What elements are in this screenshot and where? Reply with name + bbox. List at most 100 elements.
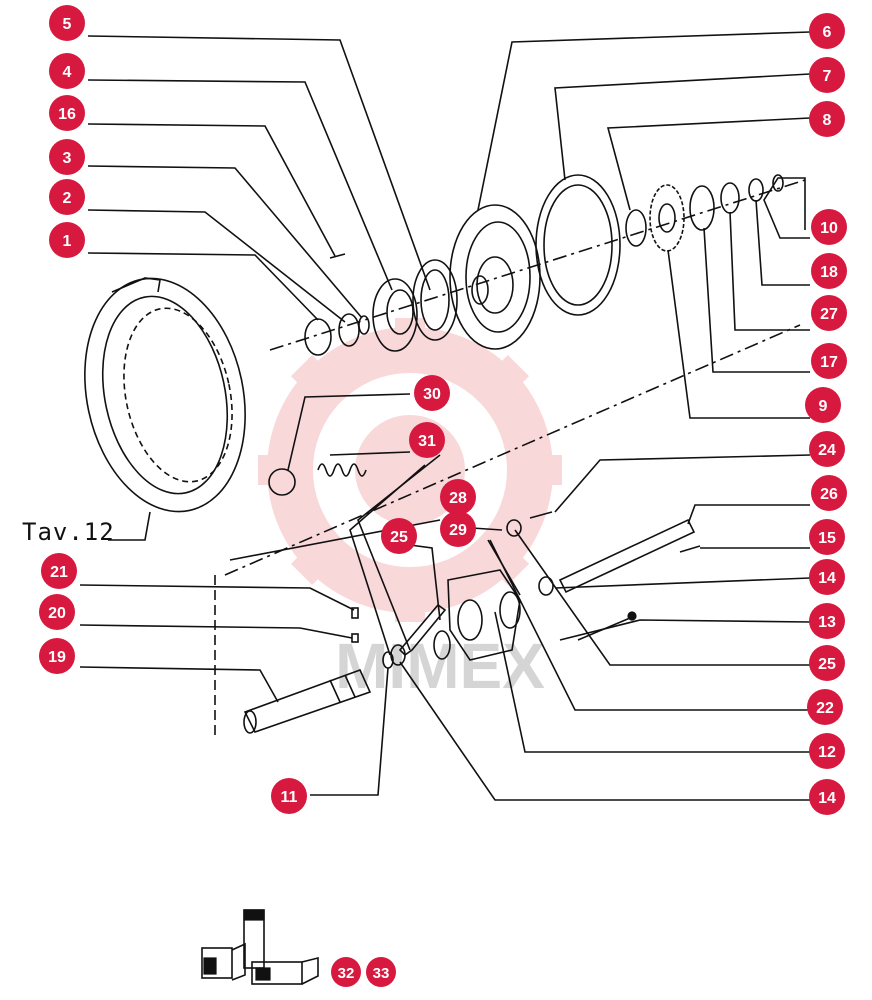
callout-label: 2 [63, 190, 72, 207]
callout-badge-16: 16 [49, 95, 85, 131]
callout-badge-22: 22 [807, 689, 843, 725]
callout-badge-14b: 14 [809, 779, 845, 815]
callout-badge-3: 3 [49, 139, 85, 175]
callout-label: 33 [373, 965, 390, 982]
callout-circle [809, 57, 845, 93]
callout-badge-2: 2 [49, 179, 85, 215]
callout-circle [39, 594, 75, 630]
callout-circle [809, 733, 845, 769]
callout-circle [811, 343, 847, 379]
callout-badge-25a: 25 [381, 518, 417, 554]
sprocket-9 [649, 184, 685, 252]
callout-circle [440, 479, 476, 515]
callout-circle [809, 13, 845, 49]
callout-label: 17 [820, 354, 838, 371]
callout-badge-25b: 25 [809, 645, 845, 681]
callout-circle [49, 53, 85, 89]
callout-badge-6: 6 [809, 13, 845, 49]
watermark-text: MIMEX [335, 630, 545, 702]
callout-badge-20: 20 [39, 594, 75, 630]
callout-label: 19 [48, 649, 66, 666]
ring-10 [772, 174, 784, 192]
pump-body-22 [447, 569, 521, 661]
axis-line-lower [224, 324, 801, 576]
watermark-gear-logo [258, 318, 562, 622]
callout-circle [809, 645, 845, 681]
callout-label: 24 [818, 442, 836, 459]
callout-badge-1: 1 [49, 222, 85, 258]
callout-badge-18: 18 [811, 253, 847, 289]
callout-badge-27: 27 [811, 295, 847, 331]
gasket-5 [412, 259, 458, 341]
callout-circle [809, 779, 845, 815]
callout-circle [381, 518, 417, 554]
callout-label: 3 [63, 150, 72, 167]
callout-label: 4 [63, 64, 72, 81]
seal-ring-1 [304, 318, 332, 356]
callout-circle [331, 957, 361, 987]
callout-label: 22 [816, 700, 834, 717]
callout-badge-21: 21 [41, 553, 77, 589]
bolt-24 [529, 511, 553, 519]
callout-badge-26: 26 [811, 475, 847, 511]
nut-28 [506, 519, 522, 537]
callout-label: 25 [818, 656, 836, 673]
callout-label: 26 [820, 486, 838, 503]
callout-label: 16 [58, 106, 76, 123]
callout-label: 10 [820, 220, 838, 237]
ball-30 [268, 468, 296, 496]
seal-14 [390, 644, 406, 666]
callout-label: 14 [818, 790, 836, 807]
callout-label: 15 [818, 530, 836, 547]
callout-badge-4: 4 [49, 53, 85, 89]
pin-21 [351, 607, 359, 619]
callout-label: 32 [338, 965, 355, 982]
shaft-19 [243, 668, 372, 734]
housing-ring [84, 277, 246, 513]
callout-circle [807, 689, 843, 725]
callout-circle [809, 559, 845, 595]
lever-25 [398, 603, 451, 660]
callout-circle [409, 422, 445, 458]
callout-label: 29 [449, 522, 467, 539]
callout-circle [811, 295, 847, 331]
callout-badge-30: 30 [414, 375, 450, 411]
leader-lines [79, 31, 811, 801]
callout-badge-13: 13 [809, 603, 845, 639]
cover-6 [449, 204, 541, 350]
callout-badge-31: 31 [409, 422, 445, 458]
callout-label: 27 [820, 306, 838, 323]
callout-circle [809, 603, 845, 639]
callout-circle [271, 778, 307, 814]
callout-circle [811, 253, 847, 289]
washer-27 [720, 182, 740, 214]
callout-label: 21 [50, 564, 68, 581]
gasket-7 [535, 174, 621, 316]
callout-circle [809, 101, 845, 137]
callout-badge-28: 28 [440, 479, 476, 515]
callout-circle [414, 375, 450, 411]
callout-circle [49, 5, 85, 41]
callout-circle [39, 638, 75, 674]
callout-badge-8: 8 [809, 101, 845, 137]
bearing-17 [689, 185, 715, 231]
callout-badge-29: 29 [440, 511, 476, 547]
shaft-26 [558, 518, 696, 594]
spring-31 [317, 463, 367, 477]
callout-label: 11 [281, 789, 298, 806]
callout-badge-9: 9 [805, 387, 841, 423]
callout-badge-24: 24 [809, 431, 845, 467]
callout-label: 12 [818, 744, 836, 761]
callout-label: 20 [48, 605, 66, 622]
callout-label: 1 [63, 233, 72, 250]
callout-circle [366, 957, 396, 987]
ring-3 [358, 315, 370, 335]
callout-badge-32: 32 [331, 957, 361, 987]
callout-label: 18 [820, 264, 838, 281]
washer-14 [538, 576, 554, 596]
callout-circle [805, 387, 841, 423]
gear-8 [625, 209, 647, 247]
